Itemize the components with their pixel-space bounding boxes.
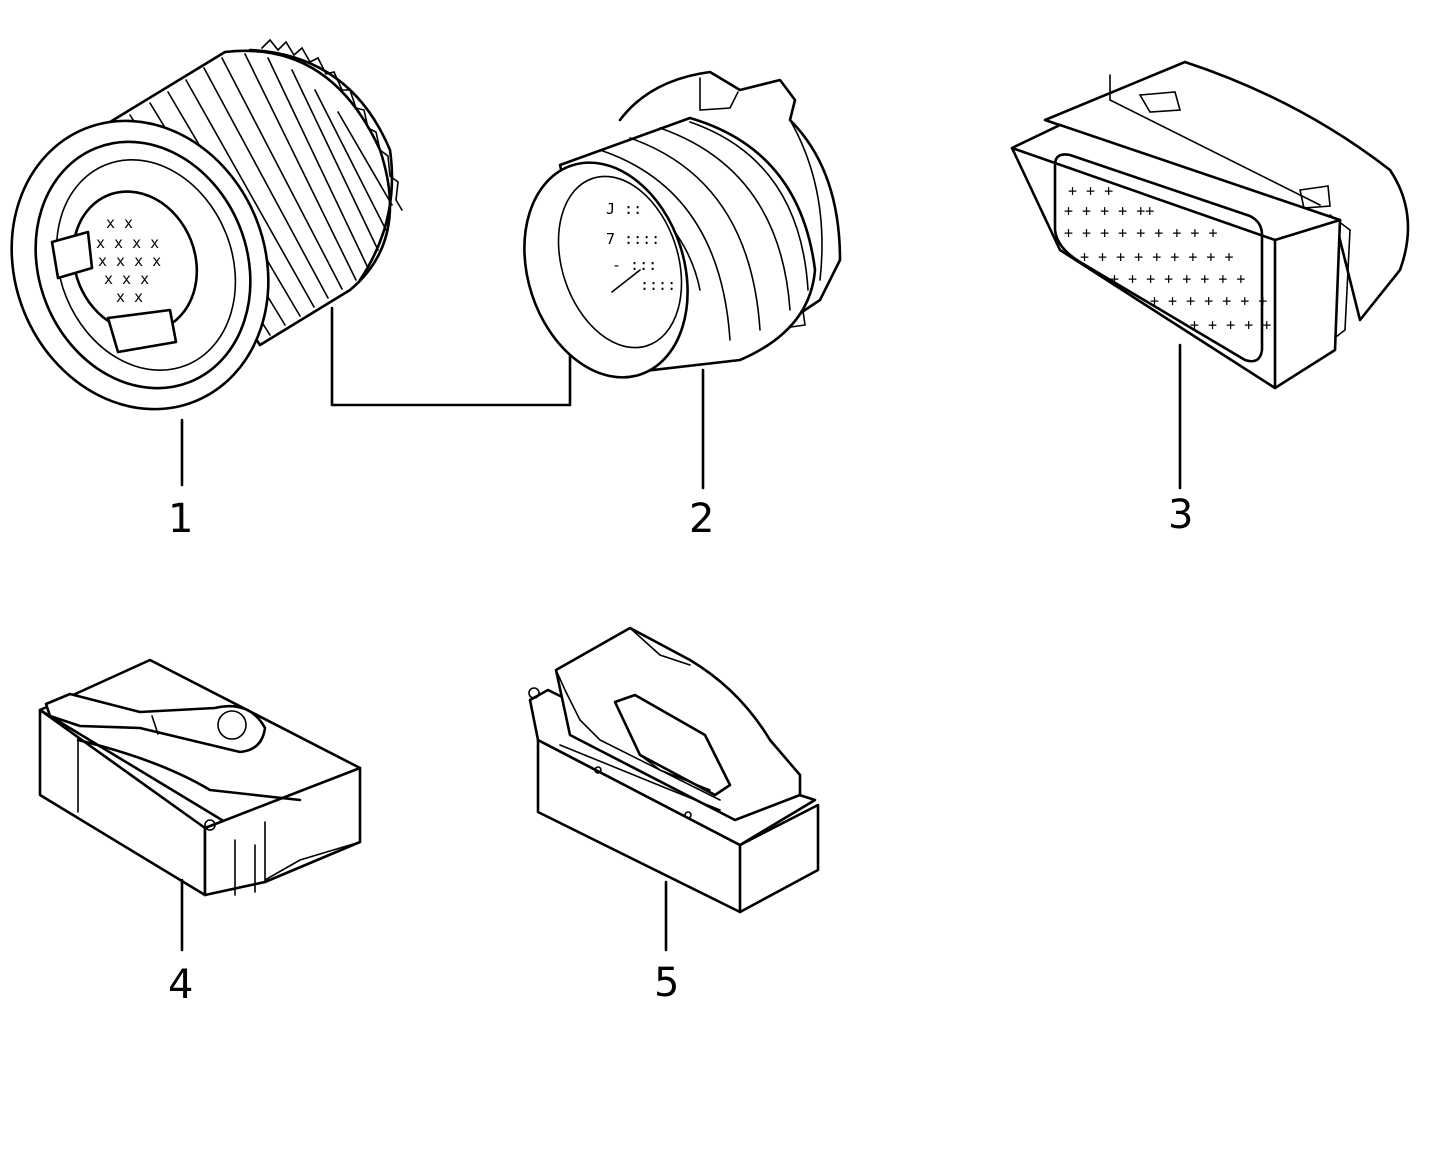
part-2-pin-field: J :: 7 :::: - ::: :::: <box>606 200 676 294</box>
part-3-multipin-connector[interactable]: + + + + + + + ++ + + + + + + + + + + + +… <box>1010 60 1410 490</box>
part-3-pin-field: + + + + + + + ++ + + + + + + + + + + + +… <box>1064 182 1271 334</box>
svg-text:+ + + + + + + +: + + + + + + + + <box>1110 270 1245 288</box>
svg-text:::::: :::: <box>640 276 676 294</box>
part-label-5: 5 <box>654 960 679 1006</box>
svg-text:x x: x x <box>116 288 143 306</box>
svg-text:x x x: x x x <box>104 270 149 288</box>
svg-text:x x: x x <box>106 214 133 232</box>
part-label-3: 3 <box>1168 492 1193 538</box>
part-label-2: 2 <box>689 496 714 542</box>
part-2-round-plug[interactable]: J :: 7 :::: - ::: :::: <box>498 70 842 490</box>
svg-text:7 ::::: 7 :::: <box>606 230 660 248</box>
svg-text:J ::: J :: <box>606 200 642 218</box>
parts-1-2-bracket-line <box>330 306 572 407</box>
svg-text:+ + + + + + + + +: + + + + + + + + + <box>1064 224 1218 242</box>
svg-text:+ + +: + + + <box>1068 182 1113 200</box>
part-label-1: 1 <box>168 496 193 542</box>
svg-text:x x x x: x x x x <box>98 252 161 270</box>
svg-text:+ + + + + + + + +: + + + + + + + + + <box>1080 248 1234 266</box>
part-1-pin-field: x x x x x x x x x x x x x x x <box>96 214 161 306</box>
part-label-4: 4 <box>168 962 193 1008</box>
part-4-flat-connector[interactable] <box>38 658 362 952</box>
svg-text:- :::: - ::: <box>612 256 657 274</box>
svg-text:+ + + + ++: + + + + ++ <box>1064 202 1154 220</box>
part-1-round-connector[interactable]: x x x x x x x x x x x x x x x <box>0 38 403 487</box>
svg-text:x x x x: x x x x <box>96 234 159 252</box>
svg-text:+ + + + + + +: + + + + + + + <box>1150 292 1267 310</box>
svg-text:+ + + + +: + + + + + <box>1190 316 1271 334</box>
part-5-latch-connector[interactable] <box>528 626 820 952</box>
